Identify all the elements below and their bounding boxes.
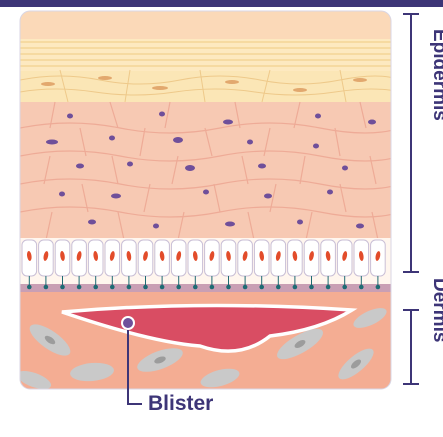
blister-label: Blister xyxy=(148,392,213,416)
skin-panel xyxy=(15,11,400,393)
basement-membrane xyxy=(20,284,391,292)
hemidesmosome-dot xyxy=(309,285,314,290)
hemidesmosome-dot xyxy=(143,285,148,290)
label-dermis: Dermis xyxy=(426,278,443,418)
hemidesmosome-dot xyxy=(127,285,132,290)
hemidesmosome-dot xyxy=(176,285,181,290)
hemidesmosome-dot xyxy=(326,285,331,290)
hemidesmosome-dot xyxy=(226,285,231,290)
hemidesmosome-dot xyxy=(193,285,198,290)
hemidesmosome-dot xyxy=(210,285,215,290)
hemidesmosome-dot xyxy=(342,285,347,290)
hemidesmosome-dot xyxy=(359,285,364,290)
hemidesmosome-dot xyxy=(27,285,32,290)
blister-marker xyxy=(122,317,134,329)
hemidesmosome-dot xyxy=(259,285,264,290)
bracket-dermis xyxy=(403,310,419,384)
hemidesmosome-dot xyxy=(376,285,381,290)
hemidesmosome-dot xyxy=(160,285,165,290)
bracket-epidermis xyxy=(403,14,419,272)
hemidesmosome-dot xyxy=(93,285,98,290)
frame-bar xyxy=(0,0,443,7)
hemidesmosome-dot xyxy=(276,285,281,290)
spinous-layer xyxy=(20,100,391,240)
hemidesmosome-dot xyxy=(77,285,82,290)
granular-layer xyxy=(20,70,391,102)
hemidesmosome-dot xyxy=(44,285,49,290)
label-epidermis: Epidermis xyxy=(426,29,443,249)
hemidesmosome-dot xyxy=(110,285,115,290)
hemidesmosome-dot xyxy=(243,285,248,290)
hemidesmosome-dot xyxy=(293,285,298,290)
hemidesmosome-dot xyxy=(60,285,65,290)
